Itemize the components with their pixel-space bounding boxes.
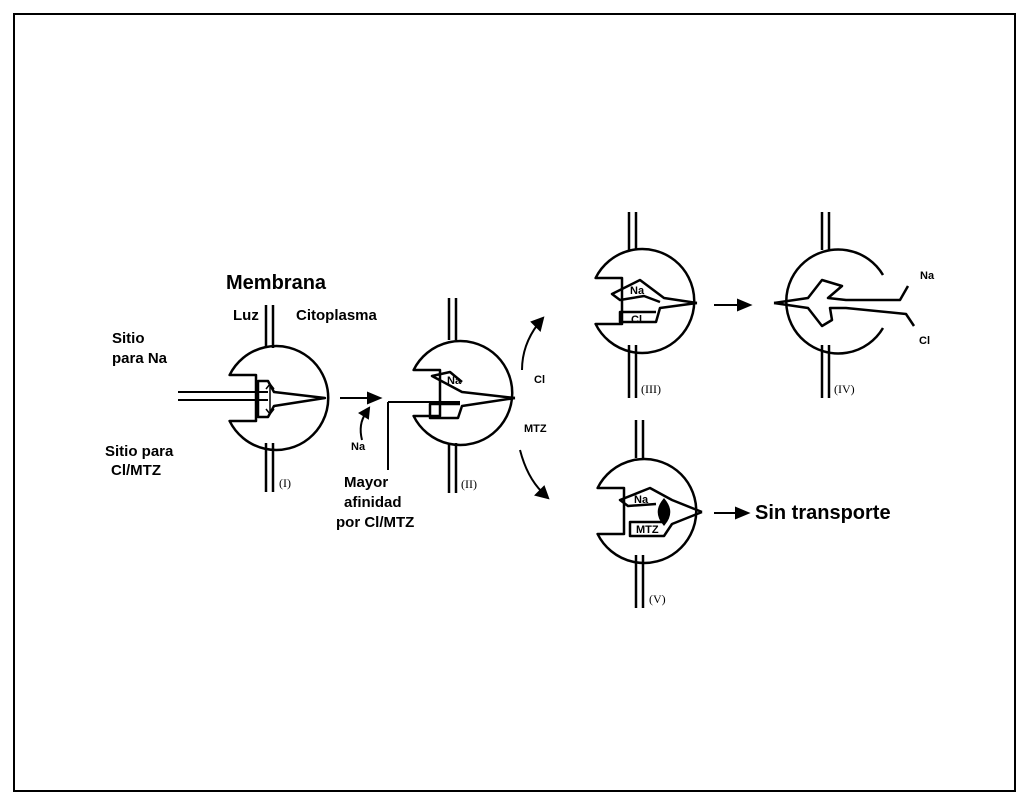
label-cl-branch: Cl	[534, 374, 545, 387]
branch-arrow-mtz	[520, 450, 548, 498]
arrow-v-to-sin-transporte	[714, 508, 748, 518]
label-na-state5: Na	[634, 494, 648, 507]
state-label-ii: (II)	[461, 477, 477, 492]
label-cl-state3: Cl	[631, 314, 642, 327]
label-na-entry: Na	[351, 441, 365, 454]
arrow-i-to-ii	[340, 393, 380, 403]
label-sitio-cl-line1: Sitio para	[105, 443, 173, 461]
transporter-state-5	[598, 420, 702, 608]
branch-arrow-cl	[522, 318, 543, 370]
label-na-out: Na	[920, 270, 934, 283]
label-na-state2: Na	[447, 375, 461, 388]
label-sitio-cl-line2: Cl/MTZ	[111, 462, 161, 480]
label-sitio-na-line2: para Na	[112, 350, 167, 368]
label-mayor-line3: por Cl/MTZ	[336, 514, 414, 532]
na-entry-arrow	[360, 408, 369, 440]
state-label-iii: (III)	[641, 382, 661, 397]
transporter-state-2	[388, 298, 515, 493]
state-label-i: (I)	[279, 476, 291, 491]
label-membrana: Membrana	[226, 271, 326, 295]
label-na-state3: Na	[630, 285, 644, 298]
label-mayor-line2: afinidad	[344, 494, 402, 512]
arrow-iii-to-iv	[714, 300, 750, 310]
label-luz: Luz	[233, 307, 259, 325]
label-mtz-branch: MTZ	[524, 423, 547, 436]
label-citoplasma: Citoplasma	[296, 307, 377, 325]
label-mayor-line1: Mayor	[344, 474, 388, 492]
transporter-state-1	[178, 305, 328, 492]
label-mtz-state5: MTZ	[636, 524, 659, 537]
label-sin-transporte: Sin transporte	[755, 501, 891, 525]
label-sitio-na-line1: Sitio	[112, 330, 145, 348]
state-label-v: (V)	[649, 592, 666, 607]
state-label-iv: (IV)	[834, 382, 855, 397]
transporter-state-4	[774, 212, 914, 398]
outer-border	[14, 14, 1015, 791]
label-cl-out: Cl	[919, 335, 930, 348]
transporter-state-3	[596, 212, 697, 398]
